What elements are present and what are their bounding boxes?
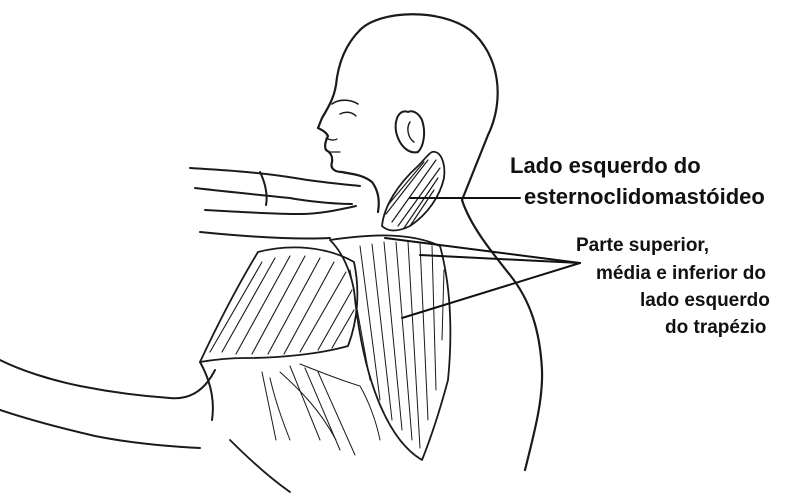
trapezius-label-line2: média e inferior do xyxy=(596,264,766,283)
trapezius-muscle xyxy=(330,235,450,460)
head-outline xyxy=(318,14,498,212)
trapezius-label-line4: do trapézio xyxy=(665,318,766,337)
lower-back-muscles xyxy=(262,364,380,455)
deltoid-muscle xyxy=(200,247,357,362)
torso-side xyxy=(230,440,290,492)
foreground-arm xyxy=(0,360,215,448)
extended-arm xyxy=(190,168,360,239)
scm-label-line2: esternoclidomastóideo xyxy=(524,186,765,208)
ear xyxy=(396,111,424,152)
trapezius-label-line1: Parte superior, xyxy=(576,236,709,255)
scm-label-line1: Lado esquerdo do xyxy=(510,155,701,177)
neck-muscle-scm xyxy=(382,152,444,231)
back-outline xyxy=(462,200,542,470)
pointer-lines xyxy=(385,198,580,318)
trapezius-label-line3: lado esquerdo xyxy=(640,291,770,310)
